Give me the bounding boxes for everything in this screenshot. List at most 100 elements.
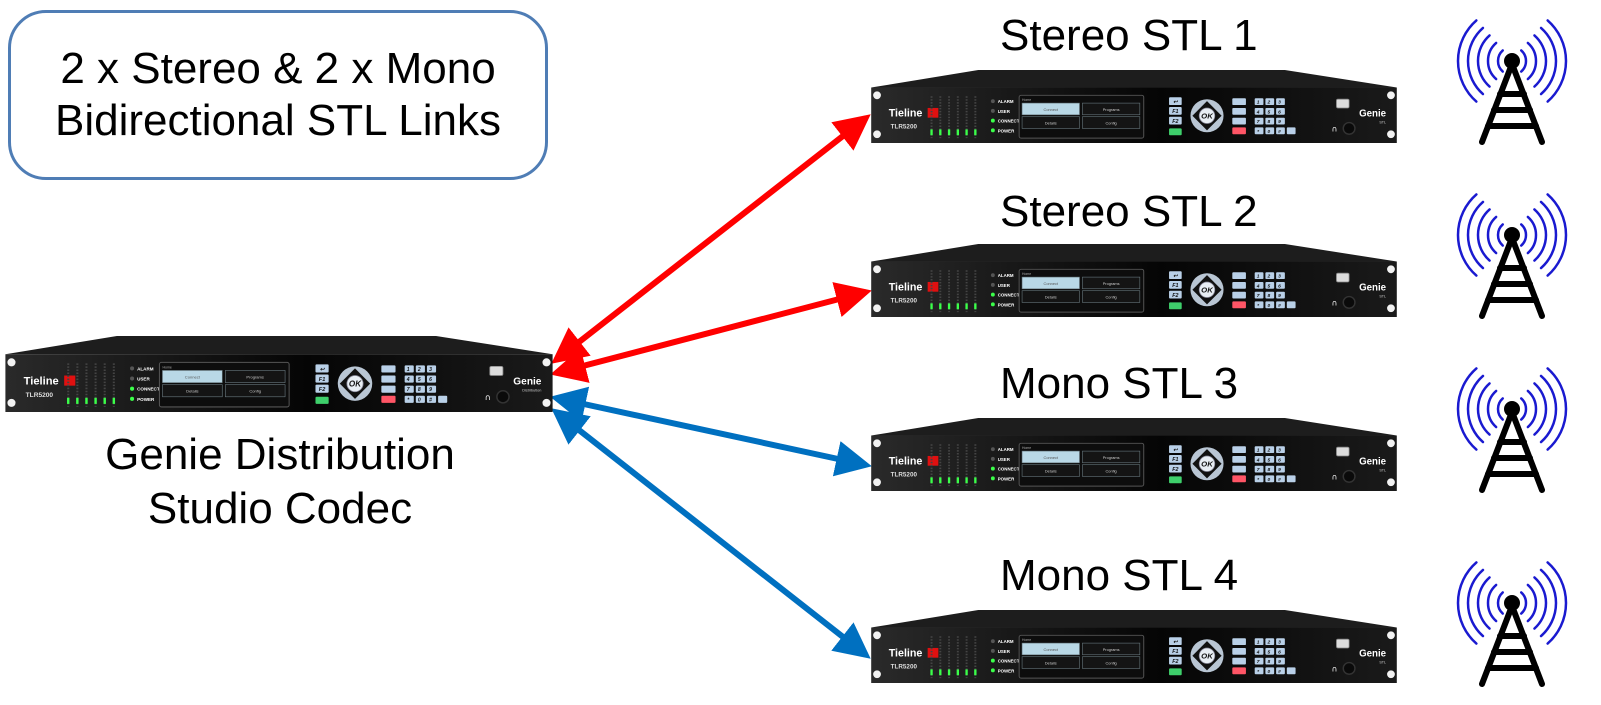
level-meter-led [930,477,933,484]
product-sub-label: STL [1379,661,1386,665]
keypad-key [1265,475,1275,483]
tower-tip [1504,595,1520,611]
keypad-key [1265,291,1275,299]
keypad-key-label: 3 [1278,274,1281,280]
chassis-top [871,610,1397,628]
radio-waves-icon [1456,193,1568,277]
keypad-key-label: 8 [1267,119,1270,125]
level-meter-led [947,303,951,310]
antenna-icon [1452,556,1572,696]
tower-icon [1479,235,1545,319]
headphone-key [1286,301,1296,309]
antenna-icon [1452,14,1572,154]
status-led-label: ALARM [998,447,1014,452]
call-key [315,396,329,404]
status-led [990,108,995,113]
screen-button [1082,290,1141,303]
screen-button-label: Details [1045,661,1057,666]
screen-button-label: Programs [1103,281,1120,286]
level-meter-led [112,397,116,404]
keypad-key-label: 2 [1266,640,1270,646]
screen-button [1082,642,1141,656]
function-key [1232,107,1246,115]
tower-tip [1504,227,1520,243]
nav-key-label: F1 [319,377,326,383]
function-key [1232,638,1246,646]
status-led [990,118,995,123]
rack-hole [1387,91,1395,100]
keypad-key-label: 2 [417,367,421,373]
screen-button [1021,116,1080,129]
status-led-label: ALARM [137,366,154,371]
nav-key [315,374,329,383]
level-meter-led [974,669,977,676]
keypad-key-label: 5 [1267,109,1270,115]
link-arrow-stereo-2 [550,282,872,383]
nav-key-label: ↩ [320,367,326,373]
screen-button-label: Details [1045,469,1057,474]
screen-button-label: Connect [1044,455,1059,460]
usb-port [1336,638,1350,649]
product-logo: Genie [1359,649,1387,660]
keypad-key [1276,272,1285,280]
keypad-key-label: 9 [429,387,432,393]
nav-key-label: F1 [1172,457,1178,463]
status-led [130,386,135,391]
screen-title: Home [1022,98,1031,102]
keypad-key [1254,638,1264,646]
nav-key-label: F1 [1172,109,1178,115]
call-key [1169,668,1182,676]
keypad-key-label: 6 [1278,457,1281,463]
model-label: TLR5200 [891,471,918,478]
status-led-label: CONNECTED [998,293,1026,298]
screen-button [1021,276,1080,290]
keypad-key [1276,657,1285,665]
status-led [990,292,995,297]
brand-check-icon [927,647,939,658]
keypad-key-label: 9 [1278,119,1281,125]
level-meter-led [965,129,968,136]
codec-front-panel: TielineTLR5200ALARMUSERCONNECTEDPOWERHom… [5,336,553,412]
level-meter-led [956,477,959,484]
keypad-key [404,375,414,383]
radio-waves-icon [1456,561,1568,645]
headphone-icon: ∩ [1332,664,1338,673]
keypad-key-label: * [407,397,410,403]
status-led [990,302,995,307]
rack-hole [1387,130,1395,139]
keypad-key [1265,446,1275,454]
keypad-key [1276,647,1285,655]
studio-codec-caption: Genie Distribution Studio Codec [30,428,530,536]
keypad-key-label: 7 [1257,659,1260,665]
keypad-key-label: 8 [1267,293,1270,299]
screen-button-label: Details [1045,295,1057,300]
keypad-key-label: # [429,397,432,403]
function-key [381,365,396,373]
ok-button [346,375,364,393]
rack-hole [873,631,881,640]
rack-hole [1387,478,1395,487]
status-led [990,668,995,673]
screen-button-label: Config [1106,469,1117,474]
codec-front-panel: TielineTLR5200ALARMUSERCONNECTEDPOWERHom… [871,244,1397,317]
screen-button-label: Connect [185,375,201,380]
screen-title: Home [162,365,171,369]
screen-button [1021,642,1080,656]
rack-hole [7,398,16,407]
product-logo: Genie [1359,283,1387,294]
keypad-key [1276,446,1285,454]
keypad-key [426,365,437,373]
nav-key [1169,106,1182,115]
call-key [1169,128,1182,136]
screen-button-label: Programs [246,375,264,380]
antenna-icon [1452,188,1572,328]
title-line-2: Bidirectional STL Links [55,96,501,145]
keypad-key [404,385,414,393]
function-key [1232,475,1246,483]
keypad-key [415,395,425,403]
nav-key-label: ↩ [1173,273,1178,279]
chassis-top [871,70,1397,88]
keypad-key-label: 4 [1256,649,1260,655]
status-led-label: POWER [998,128,1015,133]
